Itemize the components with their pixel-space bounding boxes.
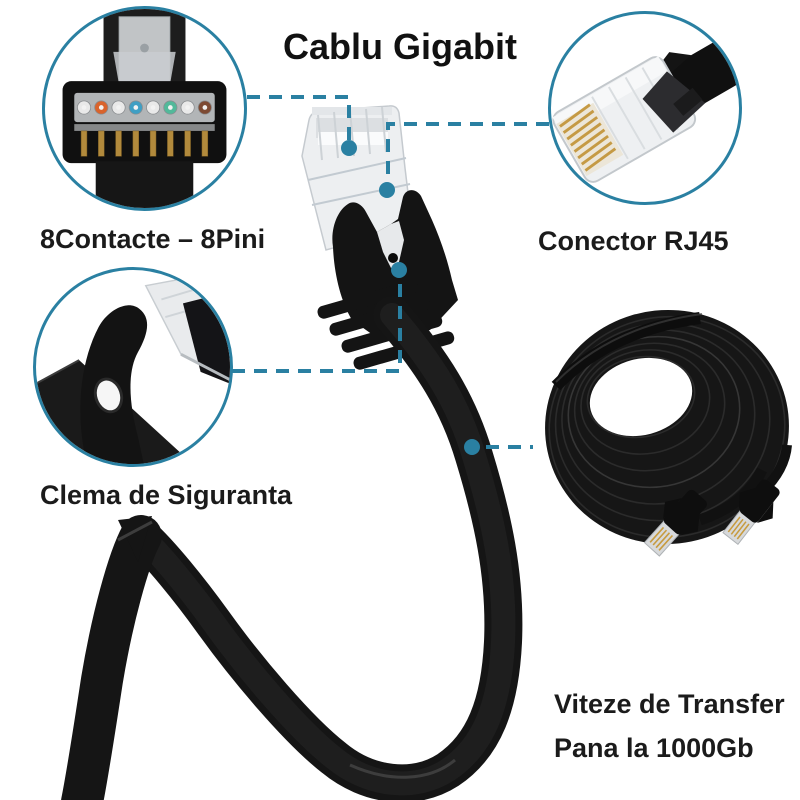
- product-title: Cablu Gigabit: [283, 26, 517, 67]
- clip-label: Clema de Siguranta: [40, 480, 293, 510]
- rj45-wire-row: [76, 100, 212, 157]
- clip-closeup-circle: [33, 267, 233, 467]
- connector-label: Conector RJ45: [538, 226, 729, 256]
- coil-windings: [548, 315, 786, 539]
- coil-plug-2: [722, 479, 780, 545]
- cable-coil: [545, 309, 792, 557]
- speed-label-line2: Pana la 1000Gb: [554, 733, 754, 763]
- dash-line-clip: [232, 280, 402, 373]
- rj45-pins-front-icon: [62, 9, 227, 208]
- contacts-label: 8Contacte – 8Pini: [40, 224, 266, 254]
- callout-dots: [341, 140, 480, 455]
- callout-dot-connector: [379, 182, 395, 198]
- ethernet-connector: [301, 105, 413, 251]
- connector-closeup-circle: [548, 11, 742, 205]
- pins-closeup-circle: [42, 6, 247, 211]
- callout-dashes: [232, 95, 549, 449]
- callout-dot-pins: [341, 140, 357, 156]
- speed-label: Viteze de Transfer Pana la 1000Gb: [554, 682, 785, 770]
- connector-boot: [317, 190, 458, 370]
- speed-label-line1: Viteze de Transfer: [554, 689, 785, 719]
- callout-dot-coil: [464, 439, 480, 455]
- dash-line-connector: [386, 122, 549, 182]
- callout-dot-clip: [391, 262, 407, 278]
- dash-line-pins: [247, 95, 351, 140]
- safety-clip-closeup-icon: [36, 270, 230, 464]
- rj45-plug-closeup-icon: [552, 14, 739, 183]
- coil-plug-1: [643, 489, 707, 557]
